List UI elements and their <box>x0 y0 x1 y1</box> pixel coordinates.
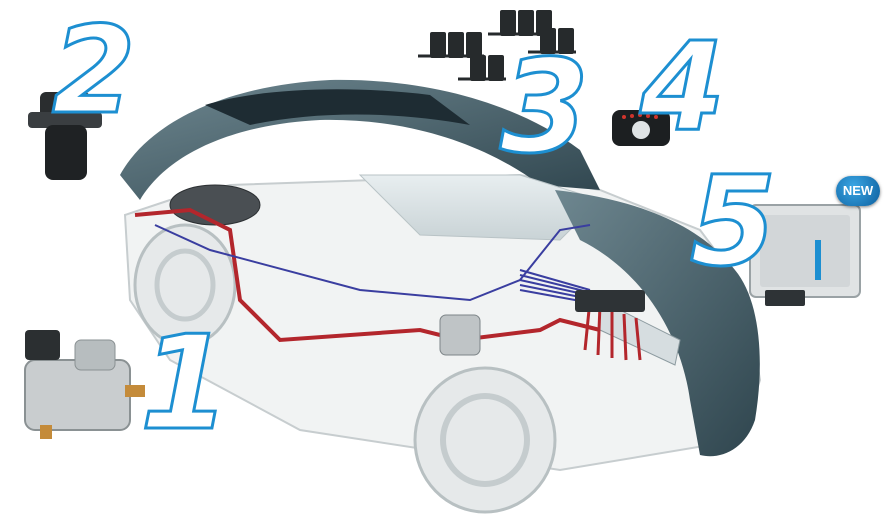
sunroof <box>205 89 470 125</box>
engine-injector-rail <box>575 290 645 312</box>
component-number: 4 <box>639 16 727 158</box>
car-hood <box>555 190 760 457</box>
component-number: 3 <box>498 33 590 182</box>
injector-gas-lines <box>583 299 642 361</box>
front-wheel <box>413 366 557 514</box>
signal-line <box>154 224 591 302</box>
component-number: 2 <box>51 2 137 141</box>
engine-reducer <box>439 314 481 356</box>
component-number: 5 <box>688 150 777 294</box>
new-badge: NEW <box>836 176 880 206</box>
component-number: 1 <box>138 307 231 459</box>
gas-line <box>134 207 601 343</box>
rear-wheel <box>133 223 237 347</box>
gas-tank <box>169 184 261 226</box>
